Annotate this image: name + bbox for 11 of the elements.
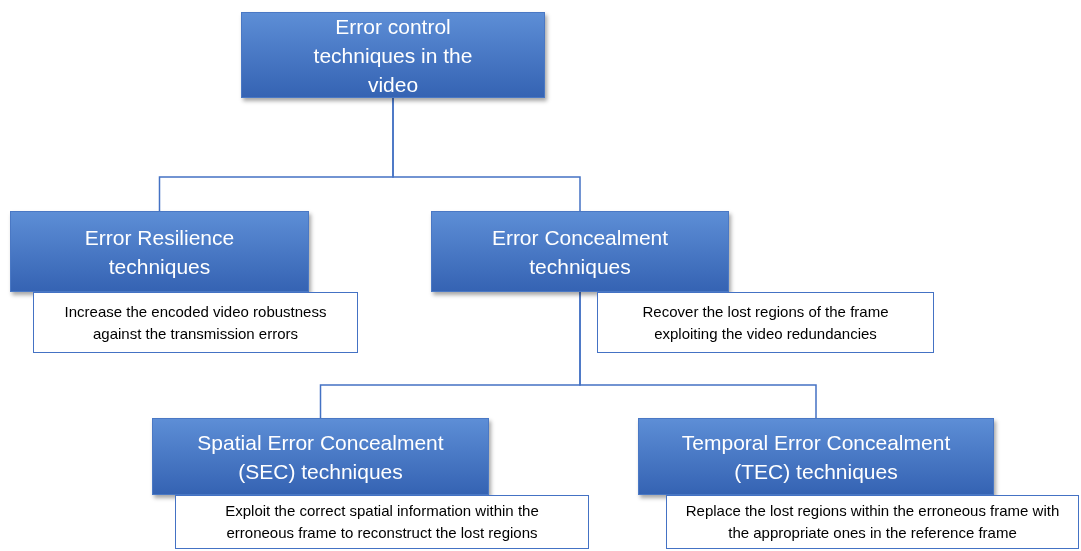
category-box: Spatial Error Concealment (SEC) techniques (152, 418, 489, 495)
description-box: Exploit the correct spatial information within the erroneous frame to reconstruct the lost regions (175, 495, 589, 549)
description-box: Recover the lost regions of the frame exploiting the video redundancies (597, 292, 934, 353)
connector-line (579, 291, 817, 419)
category-box: Temporal Error Concealment (TEC) techniques (638, 418, 994, 495)
description-box: Replace the lost regions within the erroneous frame with the appropriate ones in the reference frame (666, 495, 1079, 549)
description-box: Increase the encoded video robustness against the transmission errors (33, 292, 358, 353)
category-box: Error Resilience techniques (10, 211, 309, 292)
connector-line (392, 97, 581, 212)
category-box: Error Concealment techniques (431, 211, 729, 292)
category-box: Error control techniques in the video (241, 12, 545, 98)
